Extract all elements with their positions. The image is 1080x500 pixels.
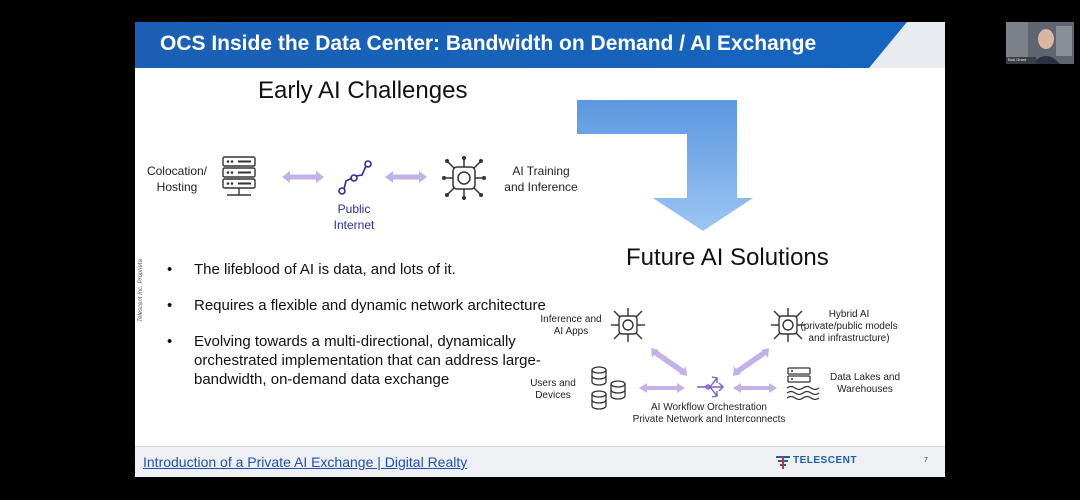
ai-training-label: AI Training and Inference <box>504 164 578 194</box>
bidirectional-arrow-icon <box>282 171 324 183</box>
bullet-dot: • <box>167 261 173 278</box>
transition-arrow-icon <box>577 100 753 231</box>
ai-chip-icon <box>611 308 645 342</box>
title-bar: OCS Inside the Data Center: Bandwidth on… <box>135 22 945 68</box>
slide-footer: Introduction of a Private AI Exchange | … <box>135 446 945 477</box>
bidirectional-arrow-icon <box>733 349 767 376</box>
bullet-dot: • <box>167 297 173 314</box>
users-devices-label: Users and Devices <box>530 378 576 401</box>
title-bar-shape <box>135 22 945 68</box>
bullet-item: • The lifeblood of AI is data, and lots … <box>167 260 547 279</box>
orchestration-label: AI Workflow Orchestration Private Networ… <box>632 402 786 425</box>
slide-title: OCS Inside the Data Center: Bandwidth on… <box>160 32 817 55</box>
brand-name: TELESCENT <box>793 455 857 466</box>
bullet-list: • The lifeblood of AI is data, and lots … <box>167 260 547 406</box>
bullet-text: Requires a flexible and dynamic network … <box>194 297 546 314</box>
presenter-avatar <box>1006 22 1074 64</box>
side-copyright-note: Telescent Inc. Proprieta <box>138 259 144 322</box>
ai-chip-icon <box>442 156 486 200</box>
network-path-icon <box>338 160 372 195</box>
bidirectional-arrow-icon <box>653 349 687 376</box>
page-number: 7 <box>924 457 928 464</box>
bidirectional-arrow-icon <box>733 383 777 393</box>
colocation-label: Colocation/ Hosting <box>146 164 208 194</box>
public-internet-label: Public Internet <box>333 202 375 232</box>
bullet-item: • Requires a flexible and dynamic networ… <box>167 296 547 315</box>
slide: OCS Inside the Data Center: Bandwidth on… <box>135 22 945 477</box>
bullet-item: • Evolving towards a multi-directional, … <box>167 332 547 389</box>
presenter-name-tag: Bob Grant <box>1008 57 1027 62</box>
telescent-logo-icon <box>776 456 790 469</box>
bullet-text: Evolving towards a multi-directional, dy… <box>194 333 541 388</box>
server-rack-icon <box>222 156 256 196</box>
future-ai-heading: Future AI Solutions <box>626 244 829 271</box>
orchestration-hub-icon <box>697 376 724 398</box>
bidirectional-arrow-icon <box>385 171 427 183</box>
early-ai-heading: Early AI Challenges <box>258 77 468 104</box>
bullet-dot: • <box>167 333 173 350</box>
connector-arrows <box>639 348 777 393</box>
bidirectional-arrow-icon <box>639 383 685 393</box>
hybrid-ai-label: Hybrid AI (private/public models and inf… <box>800 309 898 344</box>
data-lake-icon <box>786 367 820 401</box>
data-lakes-label: Data Lakes and Warehouses <box>829 372 901 395</box>
source-link[interactable]: Introduction of a Private AI Exchange | … <box>143 454 468 470</box>
webcam-video-tile[interactable]: Bob Grant <box>1006 22 1074 64</box>
inference-apps-label: Inference and AI Apps <box>540 314 602 337</box>
ai-chip-icon <box>771 308 805 342</box>
bullet-text: The lifeblood of AI is data, and lots of… <box>194 261 456 278</box>
database-icon <box>591 366 626 410</box>
